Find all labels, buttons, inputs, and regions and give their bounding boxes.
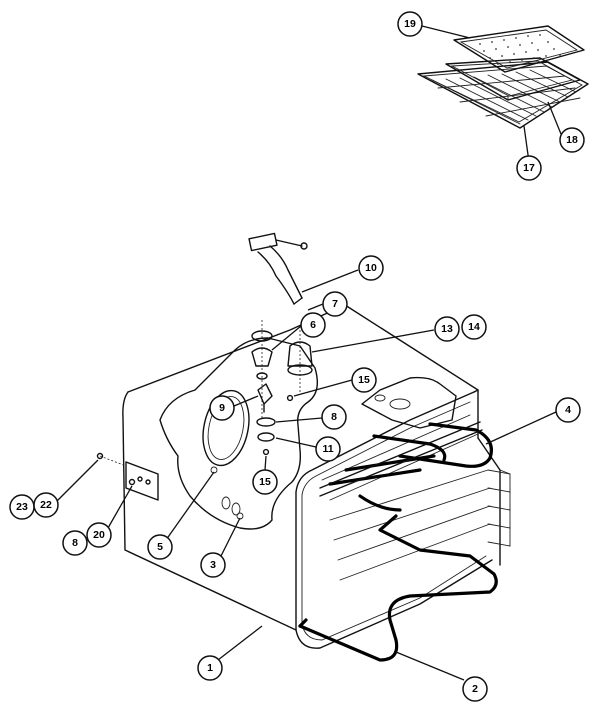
- broiler-pan-insert: [453, 25, 585, 73]
- callout-2: 2: [462, 676, 488, 702]
- callout-3: 3: [200, 552, 226, 578]
- svg-text:1: 1: [207, 662, 213, 674]
- svg-text:8: 8: [331, 411, 337, 423]
- callout-19: 19: [397, 11, 423, 37]
- insulation-panel: [159, 337, 318, 530]
- svg-text:15: 15: [358, 374, 370, 386]
- callout-1: 1: [197, 655, 223, 681]
- callout-17: 17: [516, 155, 542, 181]
- callout-7: 7: [322, 291, 348, 317]
- svg-text:8: 8: [72, 537, 78, 549]
- svg-text:17: 17: [523, 162, 535, 174]
- callouts: 19 18 17 10 7 6 13 14: [9, 11, 585, 702]
- callout-23: 23: [9, 494, 35, 520]
- callout-15-upper: 15: [351, 367, 377, 393]
- svg-text:2: 2: [472, 683, 478, 695]
- callout-9: 9: [209, 395, 235, 421]
- svg-text:22: 22: [40, 499, 52, 511]
- oven-cabinet: [122, 304, 511, 649]
- svg-text:3: 3: [210, 559, 216, 571]
- svg-text:20: 20: [93, 529, 105, 541]
- bake-element: [298, 514, 498, 662]
- svg-text:5: 5: [157, 541, 163, 553]
- svg-text:9: 9: [219, 402, 225, 414]
- leader-lines: [55, 25, 562, 681]
- sensor-parts: [256, 383, 294, 456]
- svg-text:6: 6: [310, 319, 316, 331]
- callout-5: 5: [147, 534, 173, 560]
- svg-text:19: 19: [404, 18, 416, 30]
- broil-element: [319, 421, 493, 512]
- svg-text:7: 7: [332, 298, 338, 310]
- callout-6: 6: [300, 312, 326, 338]
- broiler-pan: [445, 57, 581, 101]
- callout-20: 20: [86, 522, 112, 548]
- vent-tube: [248, 232, 308, 305]
- side-bracket: [96, 452, 159, 501]
- broiler-assembly: [417, 25, 589, 129]
- svg-text:4: 4: [565, 404, 571, 416]
- callout-13: 13: [434, 316, 460, 342]
- vent-collar-parts: [251, 320, 313, 420]
- callout-8-upper: 8: [321, 404, 347, 430]
- svg-text:13: 13: [441, 323, 453, 335]
- svg-text:11: 11: [322, 443, 333, 455]
- callout-14: 14: [461, 314, 487, 340]
- top-insulation: [361, 376, 457, 429]
- callout-4: 4: [555, 397, 581, 423]
- callout-15-lower: 15: [252, 469, 278, 495]
- callout-11: 11: [315, 436, 341, 462]
- svg-text:10: 10: [365, 262, 377, 274]
- callout-10: 10: [358, 255, 384, 281]
- oven-rack: [417, 61, 589, 129]
- callout-8-lower: 8: [62, 530, 88, 556]
- svg-text:14: 14: [468, 321, 480, 333]
- svg-text:15: 15: [259, 476, 271, 488]
- svg-text:23: 23: [16, 501, 28, 513]
- callout-22: 22: [33, 492, 59, 518]
- callout-18: 18: [559, 127, 585, 153]
- svg-text:18: 18: [566, 134, 578, 146]
